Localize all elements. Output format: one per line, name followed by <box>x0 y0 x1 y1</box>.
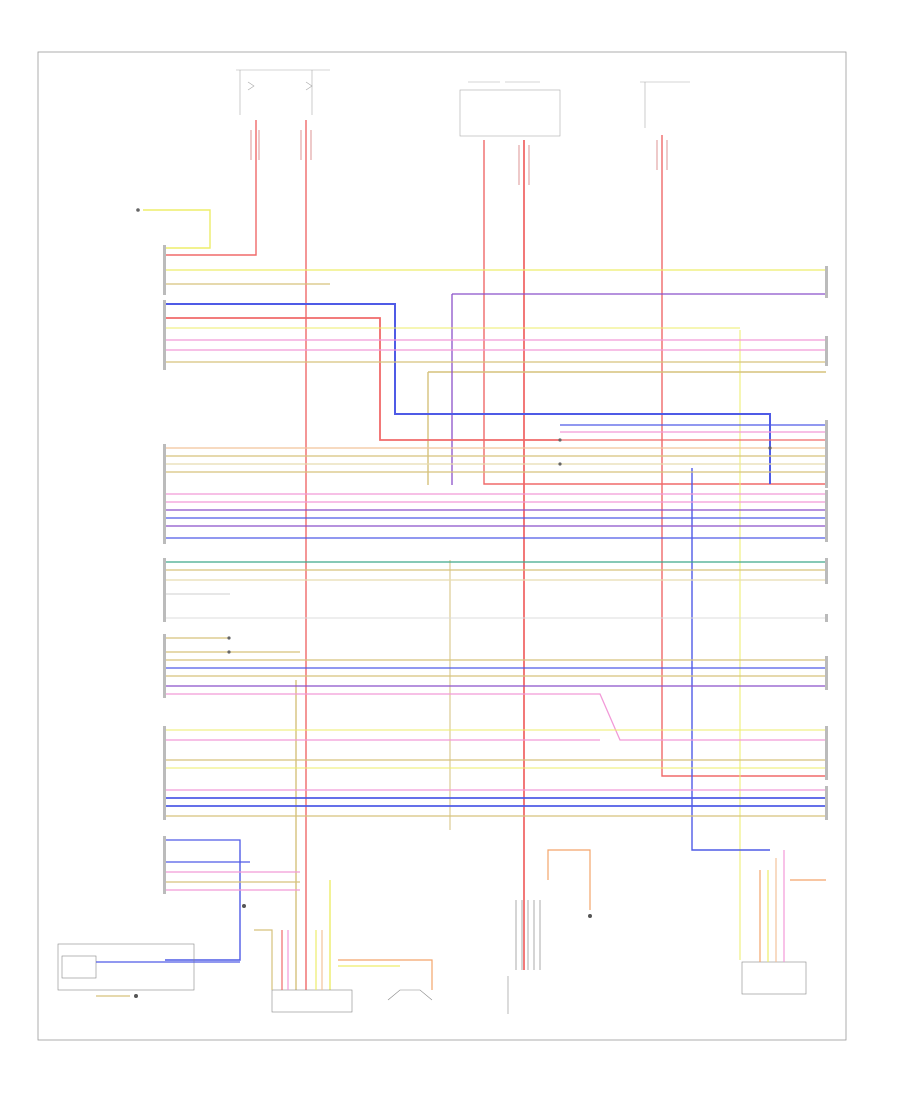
component-bottom-right <box>741 850 826 995</box>
fuse-box-middle <box>459 81 561 137</box>
wire-blue-h43 <box>165 839 241 850</box>
component-bottom-center-left <box>271 989 353 1013</box>
wire-blue-lower <box>165 850 241 961</box>
wire-group-vertical <box>143 120 826 990</box>
connector-left <box>163 245 166 894</box>
wire-red-h5 <box>165 317 560 441</box>
component-bottom-left-box <box>57 943 195 991</box>
wire-red-shield-left <box>250 130 312 160</box>
wire-group-horizontal <box>165 269 826 891</box>
wire-blue-vertical <box>691 468 770 851</box>
diagram-frame <box>37 51 847 1041</box>
component-bottom-center-right <box>507 849 592 1014</box>
wire-red-shield-right <box>656 140 668 170</box>
component-relay <box>387 989 433 1001</box>
wire-yellow-top-stub <box>143 209 211 249</box>
connector-right <box>825 266 828 820</box>
wire-blue-h4 <box>165 303 771 484</box>
fuse-box-right <box>640 81 690 128</box>
wire-red-shield-mid <box>518 145 530 185</box>
wire-tan-vertical-b <box>427 371 826 485</box>
ground-symbol-center <box>242 904 246 908</box>
wire-red-left-vertical <box>165 120 257 256</box>
ground-symbol-left <box>134 994 138 998</box>
wire-bundle-bottom-center <box>254 929 433 990</box>
wire-red-right-vertical <box>661 135 826 777</box>
fuse-box-left <box>236 69 330 115</box>
wire-pink-h34 <box>165 693 826 741</box>
wire-violet-h3 <box>451 293 826 485</box>
wire-red-mid-vertical <box>483 140 826 485</box>
splice-points <box>136 208 772 654</box>
